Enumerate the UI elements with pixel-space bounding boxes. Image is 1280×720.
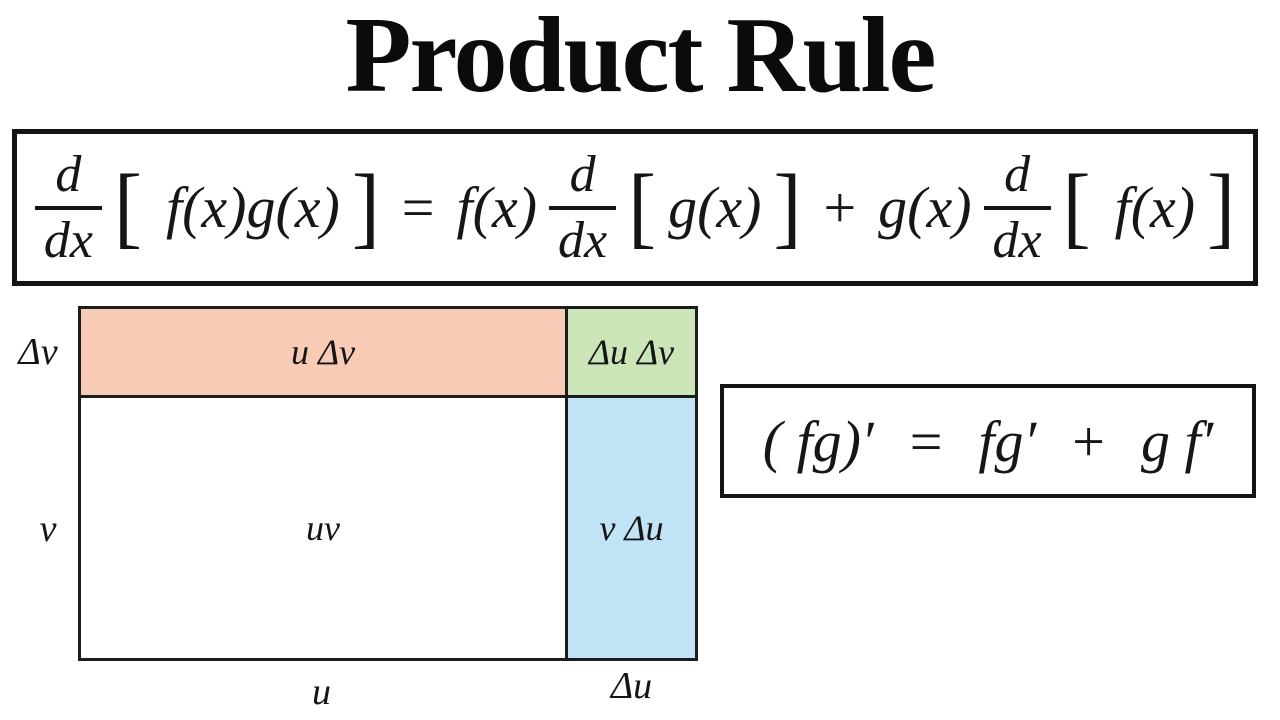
prime-formula-box: ( fg)′ = fg′ + g f′ xyxy=(720,384,1256,498)
plus-sign: + xyxy=(1072,408,1105,474)
fraction-ddx-term1: d dx xyxy=(549,146,617,269)
equals-sign: = xyxy=(909,408,943,474)
label-v: v xyxy=(39,508,57,550)
region-du-dv: Δu Δv xyxy=(568,309,695,398)
equals-sign: = xyxy=(401,175,435,240)
term1-operand: g(x) xyxy=(668,175,762,240)
fraction-ddx-lhs: d dx xyxy=(34,146,102,269)
fraction-bar xyxy=(549,205,617,210)
compact-lhs: ( fg)′ xyxy=(762,408,874,474)
page-title: Product Rule xyxy=(345,0,937,115)
fraction-denominator: dx xyxy=(43,211,93,269)
label-delta-u: Δu xyxy=(610,665,653,707)
fraction-denominator: dx xyxy=(558,211,608,269)
region-v-du: v Δu xyxy=(568,398,695,658)
region-uv: uv xyxy=(81,398,568,658)
derivative-formula-box: d dx [ f(x)g(x) ] = f(x) d dx [ g(x) ] +… xyxy=(12,129,1258,286)
plus-sign: + xyxy=(823,175,857,240)
fraction-bar xyxy=(34,205,102,210)
label-u: u xyxy=(312,671,331,713)
term1-factor: f(x) xyxy=(456,175,538,240)
fraction-denominator: dx xyxy=(992,211,1042,269)
area-model-diagram: u Δv Δu Δv uv v Δu xyxy=(78,306,698,661)
fraction-numerator: d xyxy=(569,146,596,204)
compact-term2: g f′ xyxy=(1140,408,1214,474)
fraction-numerator: d xyxy=(55,146,82,204)
term2-factor: g(x) xyxy=(878,175,972,240)
region-u-dv: u Δv xyxy=(81,309,568,398)
fraction-bar xyxy=(983,205,1051,210)
fraction-numerator: d xyxy=(1004,146,1031,204)
term2-operand: f(x) xyxy=(1114,175,1196,240)
fraction-ddx-term2: d dx xyxy=(983,146,1051,269)
label-delta-v: Δv xyxy=(18,331,58,373)
compact-term1: fg′ xyxy=(978,408,1037,474)
lhs-product: f(x)g(x) xyxy=(165,175,340,240)
